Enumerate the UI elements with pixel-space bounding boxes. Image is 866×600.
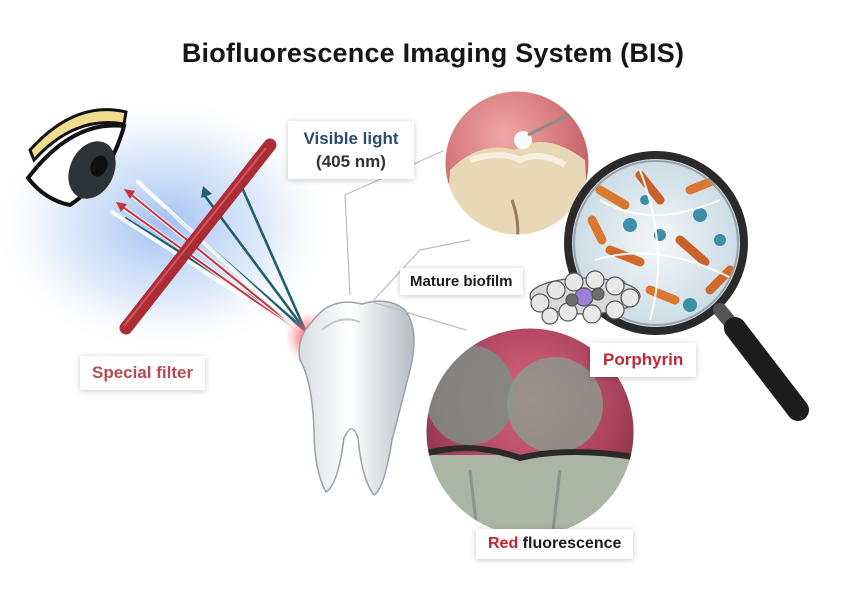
special-filter-rod: [119, 138, 277, 335]
wavelength-text: (405 nm): [316, 152, 386, 171]
special-filter-label: Special filter: [80, 356, 206, 390]
fluorescent-light-paths: [110, 180, 312, 342]
porphyrin-molecule: [529, 270, 641, 325]
intraoral-photo: [444, 90, 590, 236]
intraoral-photo-frame: [442, 88, 592, 238]
visible-light-label: Visible light (405 nm): [288, 121, 414, 179]
red-fluorescence-label: Red fluorescence: [476, 529, 634, 559]
tooth-illustration: [298, 300, 415, 496]
magnifying-glass-icon: [564, 151, 809, 421]
diagram-title: Biofluorescence Imaging System (BIS): [181, 38, 685, 68]
red-word: Red: [488, 535, 519, 552]
visible-light-text: Visible light: [303, 129, 399, 148]
fluorescence-word: fluorescence: [518, 535, 622, 552]
mature-biofilm-label: Mature biofilm: [400, 268, 523, 295]
eye-icon: [25, 108, 128, 208]
fluorescent-arrowheads: [116, 189, 135, 212]
porphyrin-label: Porphyrin: [590, 343, 697, 377]
